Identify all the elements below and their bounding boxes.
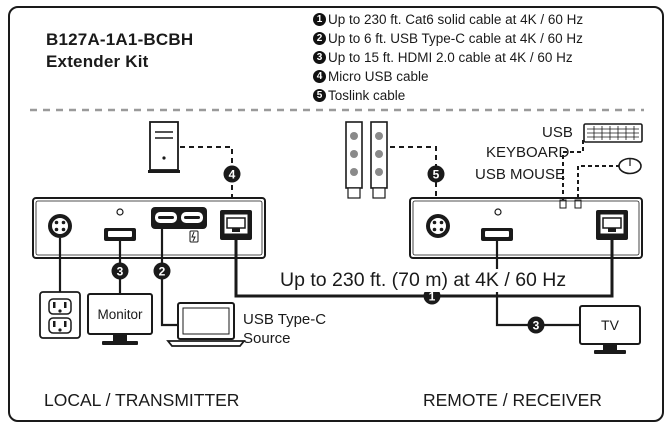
product-name: Extender Kit [46,52,149,71]
monitor-label: Monitor [97,307,143,322]
marker-micro-usb: 4 [223,165,241,183]
usb-c-cable [160,229,178,327]
pc-tower-icon [148,121,180,173]
product-model: B127A-1A1-BCBH [46,30,194,49]
tv-label: TV [601,317,620,333]
status-led [116,208,124,216]
laptop-icon [166,302,246,347]
monitor-icon [87,293,153,345]
toslink-cable [390,146,437,198]
usb-c-lightning-icon [189,230,199,243]
legend-text: Up to 230 ft. Cat6 solid cable at 4K / 6… [328,12,584,27]
tv-icon [579,305,641,354]
mouse-icon [618,157,642,175]
marker-micro-usb-number: 4 [229,168,236,182]
marker-hdmi-local-number: 3 [117,265,124,279]
legend-text: Toslink cable [328,88,406,103]
power-dc-port-remote [426,214,450,238]
usb-mouse-cable [577,165,620,200]
link-distance-label: Up to 230 ft. (70 m) at 4K / 60 Hz [278,269,569,292]
usb-keyboard-label-line2: KEYBOARD [486,144,570,161]
keyboard-icon [583,123,643,143]
rj45-port-local [220,210,252,240]
usb-c-ports [151,207,207,229]
usb-keyboard-cable [562,140,584,200]
receiver-unit [409,197,643,259]
source-label-line1: USB Type-C [243,311,327,328]
marker-toslink-number: 5 [433,168,440,182]
marker-toslink: 5 [427,165,445,183]
marker-hdmi-remote: 3 [527,316,545,334]
marker-usb-c-number: 2 [159,265,166,279]
legend-text: Up to 15 ft. HDMI 2.0 cable at 4K / 60 H… [328,50,573,65]
hdmi-port-local [104,228,136,241]
status-led-remote [494,208,502,216]
legend-marker: 1 [313,13,326,26]
usb-mouse-label: USB MOUSE [475,166,566,183]
legend-text: Up to 6 ft. USB Type-C cable at 4K / 60 … [328,31,583,46]
speakers-icon [345,121,388,199]
rj45-port-remote [596,210,628,240]
marker-hdmi-local: 3 [111,262,129,280]
legend-marker: 3 [313,51,326,64]
hdmi-port-remote [481,228,513,241]
marker-usb-c: 2 [153,262,171,280]
remote-receiver-label: REMOTE / RECEIVER [423,390,602,410]
legend-marker: 4 [313,70,326,83]
legend-text: Micro USB cable [328,69,429,84]
legend-marker: 2 [313,32,326,45]
local-transmitter-label: LOCAL / TRANSMITTER [44,390,240,410]
marker-hdmi-remote-number: 3 [533,319,540,333]
usb-keyboard-label-line1: USB [542,124,573,141]
source-label-line2: Source [243,330,291,347]
power-dc-port [48,214,72,238]
legend-marker: 5 [313,89,326,102]
marker-cat6-number: 1 [429,290,436,304]
diagram-frame [8,6,664,422]
power-outlet-icon [39,291,81,339]
